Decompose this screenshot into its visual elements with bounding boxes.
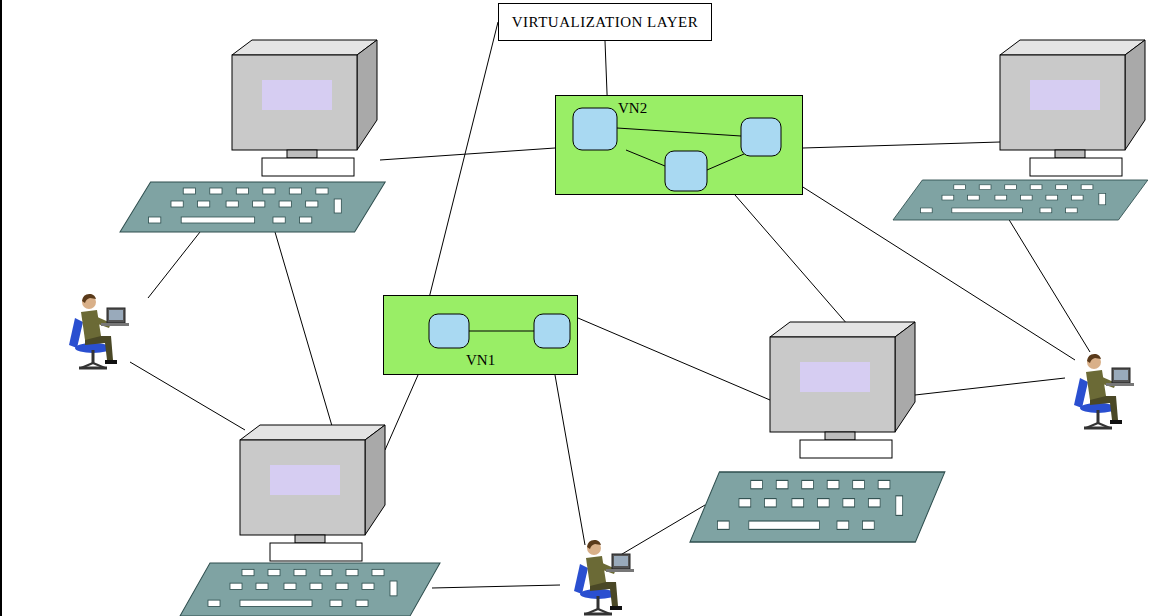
virtual-node (665, 151, 707, 191)
virtual-link (617, 128, 741, 136)
connector (605, 41, 607, 95)
virtual-node (534, 314, 570, 348)
node-label: VIRTUALIZATION LAYER (512, 14, 698, 31)
virtual-node (429, 314, 469, 348)
keyboard (120, 182, 385, 232)
keyboard (180, 563, 440, 616)
virtual-link (469, 331, 534, 332)
frame-border (0, 0, 2, 616)
user-figure (1074, 354, 1134, 428)
computer-monitor (240, 425, 385, 561)
virtual-node (573, 108, 617, 150)
node-label: VN1 (466, 352, 495, 369)
virtual-node (741, 118, 781, 156)
computer-monitor (232, 40, 377, 176)
virtual-node-group (556, 96, 804, 196)
user-figure (69, 294, 129, 368)
node-label: VN2 (618, 100, 647, 117)
computer-monitor (1000, 40, 1145, 176)
connector (430, 22, 498, 295)
virtual-network: VN1 (383, 295, 578, 375)
virtual-network: VN2 (555, 95, 803, 195)
computer-monitor (770, 322, 915, 458)
keyboard (690, 472, 945, 542)
virtual-link (626, 150, 665, 166)
user-figure (574, 540, 634, 614)
virtual-link (707, 154, 744, 170)
layer-box: VIRTUALIZATION LAYER (498, 3, 712, 41)
keyboard (893, 180, 1148, 220)
